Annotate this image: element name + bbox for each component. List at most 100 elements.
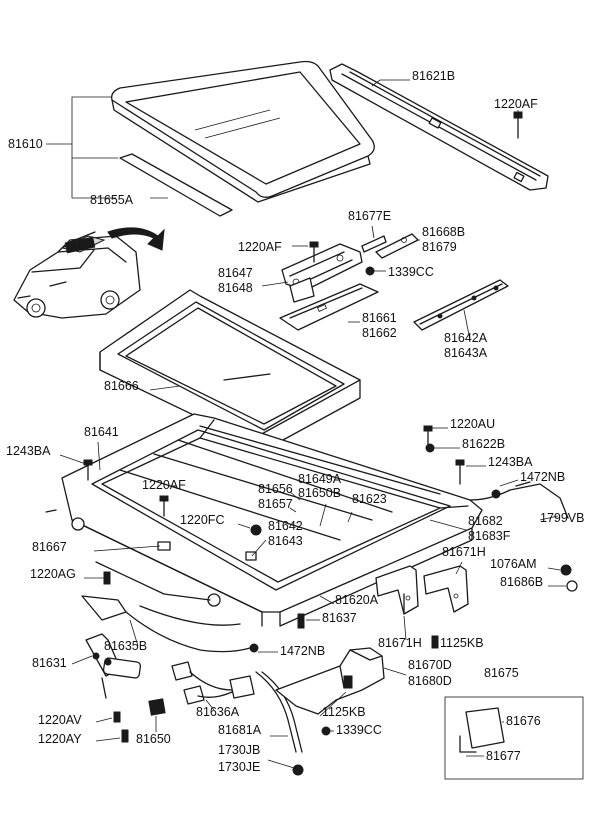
callout-81650B: 81650B — [298, 486, 341, 500]
callout-81621B: 81621B — [412, 69, 455, 83]
callout-81677E: 81677E — [348, 209, 391, 223]
leader-81670D — [383, 667, 407, 676]
leader-81677E — [371, 225, 375, 239]
leader-81671H-a — [455, 561, 463, 575]
leader-81649A — [319, 503, 327, 527]
callout-1472NB-b: 1472NB — [280, 644, 325, 658]
screw-1243BA-b — [455, 459, 465, 485]
leader-81671H-b — [403, 615, 407, 641]
callout-81657: 81657 — [258, 497, 293, 511]
sunshade-frame — [99, 289, 361, 447]
callout-1220AU: 1220AU — [450, 417, 495, 431]
screw-1220AY — [121, 729, 129, 743]
leader-81667 — [93, 545, 161, 552]
leader-1730JB — [267, 759, 295, 769]
callout-1220AY: 1220AY — [38, 732, 82, 746]
callout-81655A: 81655A — [90, 193, 134, 207]
callout-81656: 81656 — [258, 482, 293, 496]
callout-81650: 81650 — [136, 732, 171, 746]
callout-1220AF-c: 1220AF — [142, 478, 186, 492]
callout-81666: 81666 — [104, 379, 139, 393]
callout-1220AG: 1220AG — [30, 567, 76, 581]
callout-1339CC-b: 1339CC — [336, 723, 382, 737]
inset-81675 — [444, 696, 584, 780]
callout-81610: 81610 — [8, 137, 43, 151]
callout-1220AF-a: 1220AF — [494, 97, 538, 111]
callout-81648: 81648 — [218, 281, 253, 295]
callout-81643: 81643 — [268, 534, 303, 548]
callout-1125KB-a: 1125KB — [440, 636, 484, 650]
callout-81668B: 81668B — [422, 225, 465, 239]
callout-81671H-a: 81671H — [442, 545, 486, 559]
callout-81677: 81677 — [486, 749, 521, 763]
callout-1730JB: 1730JB — [218, 743, 260, 757]
leader-81642A — [463, 309, 471, 341]
leader-81621B — [371, 79, 410, 87]
callout-81622B: 81622B — [462, 437, 505, 451]
sunroof-main-frame — [45, 413, 483, 627]
bolt-81637 — [297, 613, 305, 629]
callout-81682: 81682 — [468, 514, 503, 528]
callout-81667: 81667 — [32, 540, 67, 554]
callout-81649A: 81649A — [298, 472, 342, 486]
leader-1799VB — [539, 515, 559, 521]
screw-1220AF-b — [309, 241, 319, 263]
leader-1220AV — [95, 717, 113, 723]
callout-81642A: 81642A — [444, 331, 488, 345]
callout-1220FC: 1220FC — [180, 513, 224, 527]
callout-81670D: 81670D — [408, 658, 452, 672]
grommet-81622B — [425, 443, 435, 453]
leader-81610 — [46, 96, 118, 199]
callout-81631: 81631 — [32, 656, 67, 670]
callout-81643A: 81643A — [444, 346, 488, 360]
leader-1472NB-a — [499, 479, 519, 487]
car-illustration — [13, 227, 165, 319]
nut-1339CC-b — [321, 726, 331, 736]
screw-1243BA-a — [83, 459, 93, 481]
sunroof-glass-panel — [111, 60, 375, 203]
leader-81641 — [97, 441, 101, 471]
clip-81677E — [361, 235, 387, 253]
wiring-harness — [171, 661, 255, 705]
leader-81666 — [149, 385, 181, 391]
callout-1472NB-a: 1472NB — [520, 470, 565, 484]
screw-1220AU — [423, 425, 433, 447]
callout-81676: 81676 — [506, 714, 541, 728]
leader-81620A — [319, 595, 335, 605]
callout-81662: 81662 — [362, 326, 397, 340]
callout-1339CC-a: 1339CC — [388, 265, 434, 279]
bolt-1125KB-a — [431, 635, 439, 649]
callout-81641: 81641 — [84, 425, 119, 439]
nut-1076AM — [560, 564, 572, 576]
screw-1220AF-a — [513, 111, 523, 139]
callout-1243BA-a: 1243BA — [6, 444, 51, 458]
side-bracket-right — [423, 565, 469, 613]
washer-81686B — [566, 580, 578, 592]
control-module-bracket — [275, 647, 385, 715]
drain-hose — [469, 481, 569, 519]
callout-81675: 81675 — [484, 666, 519, 680]
callout-81679: 81679 — [422, 240, 457, 254]
leader-1220AY — [95, 737, 121, 742]
nut-1339CC-a — [365, 266, 375, 276]
callout-81680D: 81680D — [408, 674, 452, 688]
drive-cable — [81, 595, 259, 653]
leader-1125KB-b — [319, 691, 347, 717]
callout-81636A: 81636A — [196, 705, 240, 719]
callout-1220AF-b: 1220AF — [238, 240, 282, 254]
callout-81623: 81623 — [352, 492, 387, 506]
relay-81650 — [148, 698, 166, 716]
leader-81635B — [129, 619, 139, 647]
leader-81636A — [205, 699, 215, 711]
callout-81642: 81642 — [268, 519, 303, 533]
leader-81631 — [71, 655, 93, 665]
front-rail — [329, 63, 549, 191]
callout-81647: 81647 — [218, 266, 253, 280]
leader-1243BA-a — [59, 454, 87, 465]
leader-81682 — [429, 519, 467, 531]
deflector-plate — [279, 283, 379, 331]
callout-81683F: 81683F — [468, 529, 511, 543]
callout-81637: 81637 — [322, 611, 357, 625]
